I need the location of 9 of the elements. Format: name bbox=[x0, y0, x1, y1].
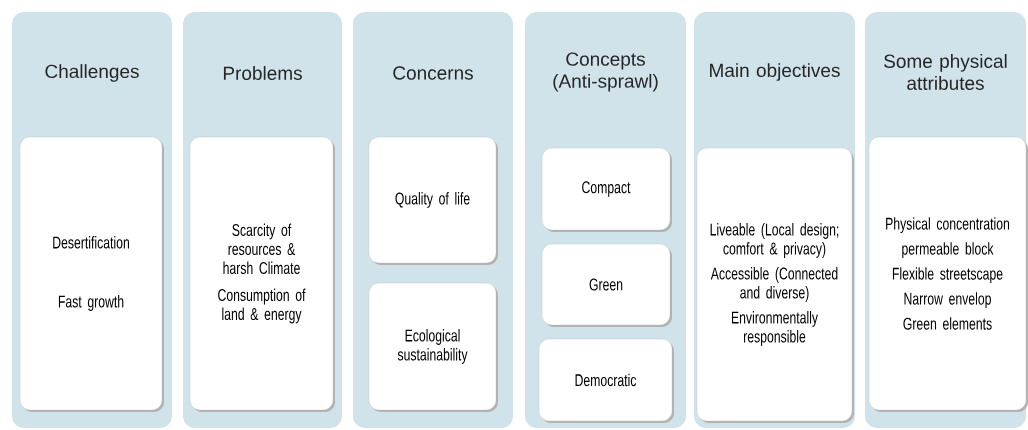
item-box: Desertification Fast growth bbox=[19, 136, 164, 412]
item-box: Ecological sustainability bbox=[368, 282, 498, 412]
item-box: Physical concentration permeable block Flexible streetscape Narrow envelop Green elements bbox=[868, 136, 1028, 412]
item-box: Quality of life bbox=[368, 136, 498, 265]
item-box: Green bbox=[541, 243, 672, 327]
item-box: Liveable (Local design; comfort & privacy) Accessible (Connected and diverse) Environmentally responsible bbox=[696, 147, 854, 423]
item-box: Democratic bbox=[538, 338, 674, 423]
item-box: Scarcity of resources & harsh Climate Consumption of land & energy bbox=[189, 136, 335, 412]
item-box: Compact bbox=[541, 147, 672, 232]
